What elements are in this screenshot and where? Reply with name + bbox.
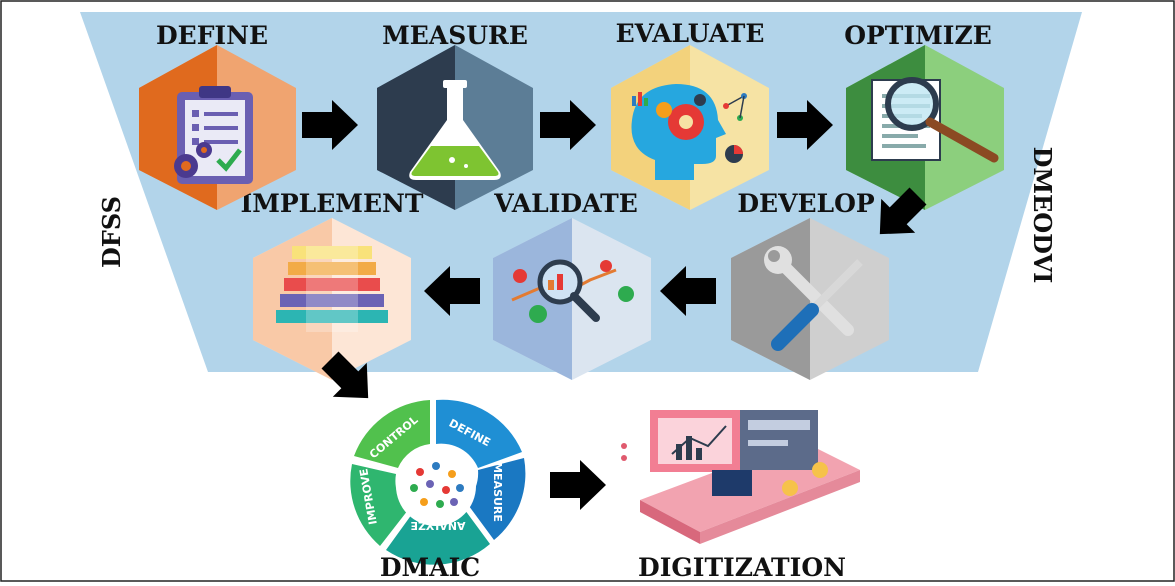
arrow-develop-to-validate xyxy=(660,266,716,316)
arrow-validate-to-implement xyxy=(424,266,480,316)
dmaic-segment-control xyxy=(354,400,430,468)
dmaic-measure-text: MEASURE xyxy=(491,462,504,522)
evaluate-hexagon xyxy=(611,45,769,210)
validate-hexagon xyxy=(493,218,651,380)
digitization-title: DIGITIZATION xyxy=(638,553,846,582)
optimize-hexagon xyxy=(846,45,1004,210)
arrow-evaluate-to-optimize xyxy=(777,100,833,150)
dmaic-segment-improve xyxy=(350,464,408,546)
validate-label: VALIDATE xyxy=(493,189,638,218)
coin-icon xyxy=(782,480,798,496)
brain-head-icon xyxy=(631,84,726,180)
arrow-define-to-measure xyxy=(302,100,358,150)
implement-hexagon xyxy=(253,218,411,380)
arrow-implement-to-dmaic xyxy=(321,351,369,399)
platform-front xyxy=(700,470,860,544)
flask-icon xyxy=(409,80,501,180)
platform-side xyxy=(640,500,700,544)
dmaic-wheel: DEFINE MEASURE ANALYZE IMPROVE CONTROL xyxy=(350,399,526,565)
gears-icon xyxy=(174,142,212,178)
charts-icon xyxy=(632,92,747,163)
arrow-measure-to-evaluate xyxy=(540,100,596,150)
define-label: DEFINE xyxy=(156,21,268,50)
layered-chart-icon xyxy=(276,246,388,332)
measure-hexagon xyxy=(377,45,533,210)
develop-hexagon xyxy=(731,218,889,380)
digitization-illustration xyxy=(621,410,860,544)
dmaic-title: DMAIC xyxy=(380,553,480,582)
dmeodvi-label: DMEODVI xyxy=(1028,147,1057,284)
develop-label: DEVELOP xyxy=(737,189,875,218)
dmaic-analyze-text: ANALYZE xyxy=(411,519,466,532)
tablet-icon xyxy=(712,470,752,496)
arrow-optimize-to-develop xyxy=(879,187,927,235)
dmaic-segment-analyze xyxy=(386,506,490,565)
implement-label: IMPLEMENT xyxy=(241,189,424,218)
bar-chart-icon xyxy=(676,444,682,460)
people-network-icon xyxy=(410,462,464,508)
dmaic-segment-measure xyxy=(466,458,526,540)
tools-icon xyxy=(764,246,863,351)
define-hexagon xyxy=(139,45,296,210)
clipboard-icon xyxy=(177,86,253,184)
dmaic-center xyxy=(396,446,476,526)
evaluate-label: EVALUATE xyxy=(616,19,765,48)
optimize-label: OPTIMIZE xyxy=(844,21,992,50)
analytics-magnifier-icon xyxy=(511,259,634,323)
arrow-dmaic-to-digitization xyxy=(550,460,606,510)
dmaic-segment-define xyxy=(436,399,522,468)
document-magnifier-icon xyxy=(871,77,999,163)
dfss-label: DFSS xyxy=(97,196,126,268)
